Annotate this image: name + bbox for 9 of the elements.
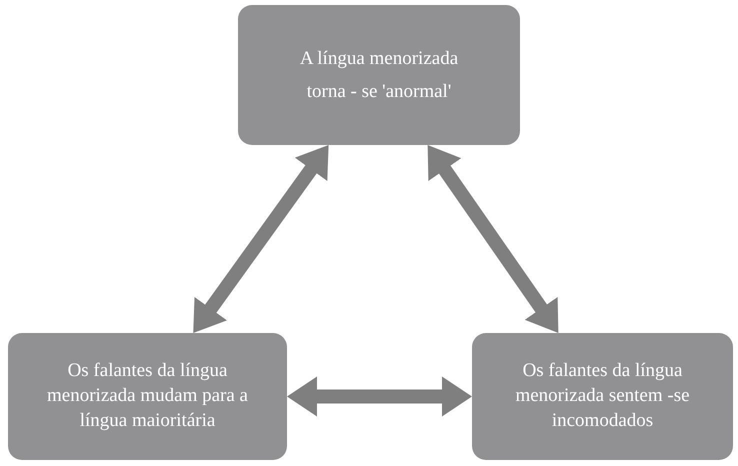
box-text: Os falantes da língua menorizada sentem -se incomodados	[514, 359, 691, 433]
double-arrow	[193, 145, 329, 333]
double-arrow	[287, 376, 472, 416]
text-box	[8, 333, 287, 460]
text-box	[472, 333, 733, 460]
box-text: Os falantes da língua menorizada mudam para a língua maioritária	[46, 359, 249, 433]
text-box	[238, 5, 520, 145]
double-arrow	[428, 145, 558, 333]
box-text: A língua menorizada torna - se 'anormal'	[298, 46, 460, 104]
